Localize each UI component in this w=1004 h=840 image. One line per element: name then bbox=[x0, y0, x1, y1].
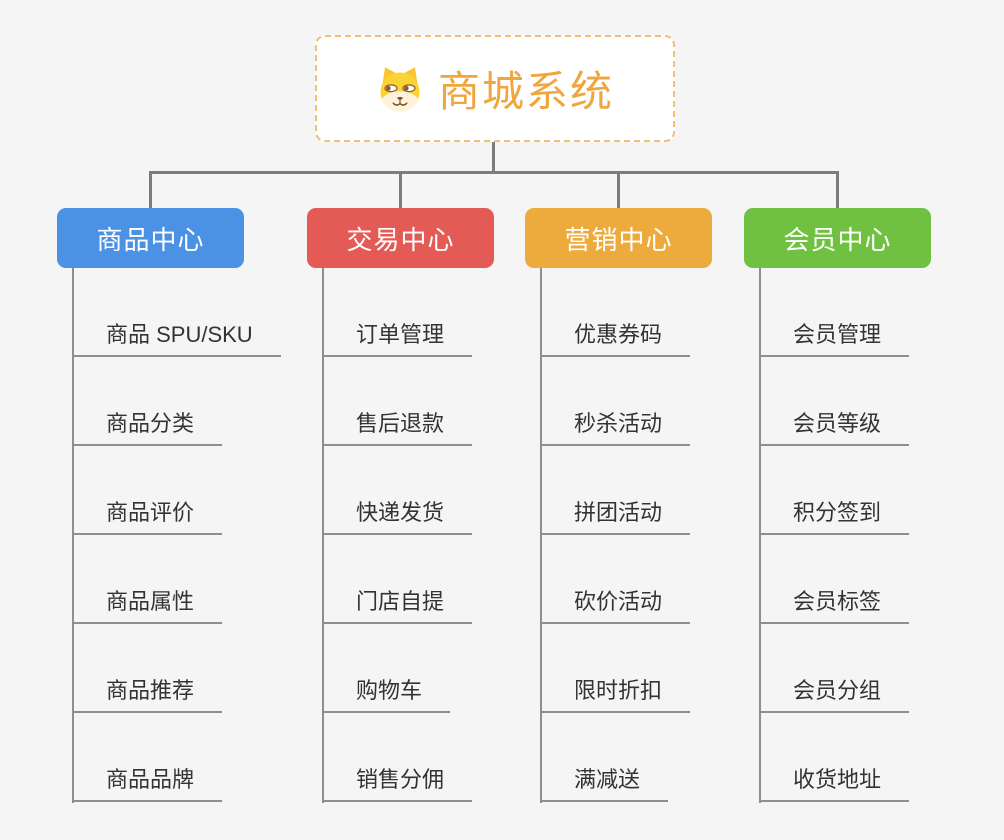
branch-label: 商品中心 bbox=[96, 224, 205, 255]
leaf-item[interactable]: 购物车 bbox=[322, 677, 451, 713]
branch-node-3[interactable]: 会员中心 bbox=[744, 208, 931, 268]
connector-root-drop bbox=[492, 142, 495, 174]
leaf-item[interactable]: 商品 SPU/SKU bbox=[72, 321, 281, 357]
leaf-item[interactable]: 限时折扣 bbox=[540, 677, 691, 713]
leaf-column-3: 会员管理会员等级积分签到会员标签会员分组收货地址 bbox=[759, 268, 910, 803]
leaf-item[interactable]: 快递发货 bbox=[322, 499, 473, 535]
connector-branch-drop bbox=[617, 171, 620, 208]
leaf-item[interactable]: 商品推荐 bbox=[72, 677, 223, 713]
leaf-item[interactable]: 商品评价 bbox=[72, 499, 223, 535]
leaf-item[interactable]: 会员分组 bbox=[759, 677, 910, 713]
leaf-item[interactable]: 销售分佣 bbox=[322, 766, 473, 802]
connector-branch-drop bbox=[399, 171, 402, 208]
leaf-item[interactable]: 订单管理 bbox=[322, 321, 473, 357]
connector-trunk bbox=[149, 171, 839, 174]
leaf-column-1: 订单管理售后退款快递发货门店自提购物车销售分佣 bbox=[322, 268, 473, 803]
branch-label: 交易中心 bbox=[346, 224, 455, 255]
leaf-item[interactable]: 优惠券码 bbox=[540, 321, 691, 357]
root-title: 商城系统 bbox=[437, 68, 614, 115]
connector-branch-drop bbox=[149, 171, 152, 208]
leaf-item[interactable]: 商品属性 bbox=[72, 588, 223, 624]
leaf-item[interactable]: 商品品牌 bbox=[72, 766, 223, 802]
root-node[interactable]: 商城系统 bbox=[315, 35, 675, 142]
leaf-item[interactable]: 会员等级 bbox=[759, 410, 910, 446]
leaf-item[interactable]: 秒杀活动 bbox=[540, 410, 691, 446]
leaf-column-2: 优惠券码秒杀活动拼团活动砍价活动限时折扣满减送 bbox=[540, 268, 691, 803]
leaf-item[interactable]: 会员标签 bbox=[759, 588, 910, 624]
leaf-item[interactable]: 积分签到 bbox=[759, 499, 910, 535]
leaf-item[interactable]: 砍价活动 bbox=[540, 588, 691, 624]
leaf-item[interactable]: 满减送 bbox=[540, 766, 669, 802]
branch-label: 会员中心 bbox=[783, 224, 892, 255]
dog-face-icon bbox=[376, 65, 424, 113]
leaf-item[interactable]: 门店自提 bbox=[322, 588, 473, 624]
leaf-item[interactable]: 拼团活动 bbox=[540, 499, 691, 535]
branch-node-1[interactable]: 交易中心 bbox=[307, 208, 494, 268]
leaf-item[interactable]: 商品分类 bbox=[72, 410, 223, 446]
branch-node-0[interactable]: 商品中心 bbox=[57, 208, 244, 268]
branch-node-2[interactable]: 营销中心 bbox=[525, 208, 712, 268]
branch-label: 营销中心 bbox=[564, 224, 673, 255]
leaf-item[interactable]: 售后退款 bbox=[322, 410, 473, 446]
leaf-column-0: 商品 SPU/SKU 商品分类商品评价商品属性商品推荐商品品牌 bbox=[72, 268, 281, 803]
connector-branch-drop bbox=[836, 171, 839, 208]
leaf-item[interactable]: 会员管理 bbox=[759, 321, 910, 357]
leaf-item[interactable]: 收货地址 bbox=[759, 766, 910, 802]
